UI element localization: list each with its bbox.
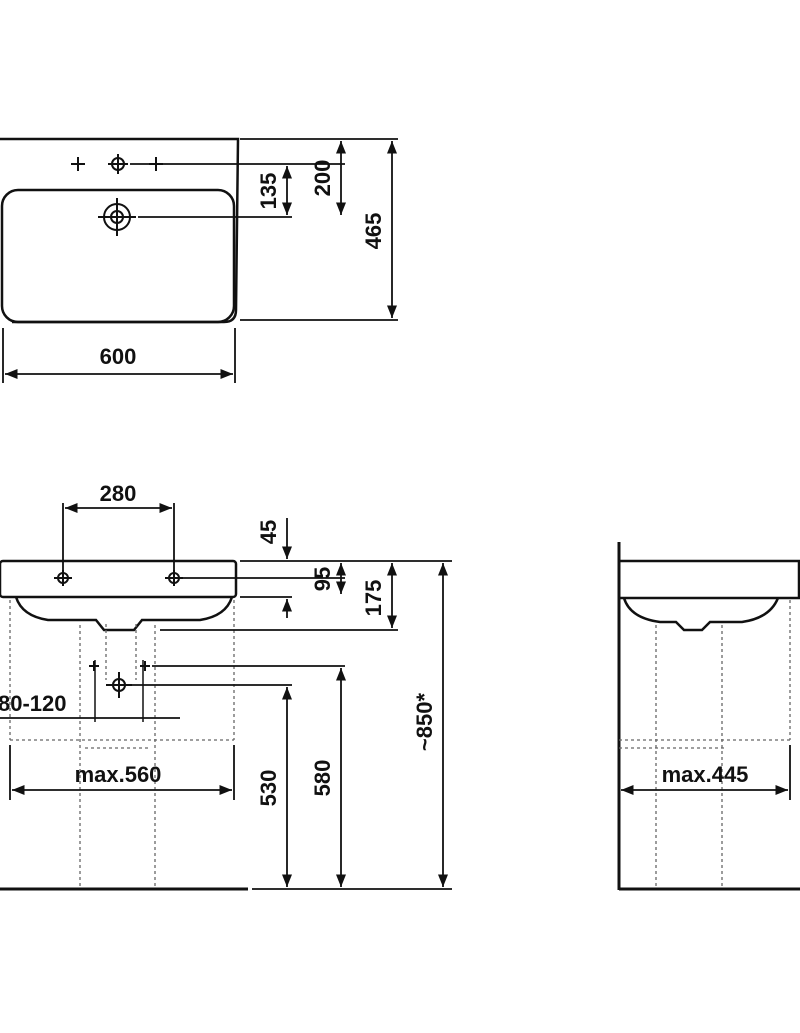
label-135: 135 xyxy=(256,173,281,210)
top-view-dimensions xyxy=(2,138,398,383)
label-530: 530 xyxy=(256,770,281,807)
label-850: ~850* xyxy=(412,693,437,752)
basin-rim-side xyxy=(619,559,800,600)
front-view-supply-icons xyxy=(89,661,150,698)
basin-bowl-front xyxy=(14,596,234,632)
side-view-hidden-lines xyxy=(619,600,791,889)
label-175: 175 xyxy=(361,580,386,617)
label-580: 580 xyxy=(310,760,335,797)
basin-rim-front xyxy=(0,559,238,599)
label-max445: max.445 xyxy=(662,762,749,787)
label-45: 45 xyxy=(256,520,281,544)
label-200: 200 xyxy=(310,160,335,197)
label-280: 280 xyxy=(100,481,137,506)
overflow-hole-icon xyxy=(98,198,136,236)
waste-outlet-icon xyxy=(106,672,132,698)
front-view-hidden-lines xyxy=(9,600,235,889)
label-465: 465 xyxy=(361,213,386,250)
front-view-dimensions xyxy=(0,502,452,890)
label-80-120: 80-120 xyxy=(0,691,67,716)
side-view-labels: max.445 xyxy=(662,762,749,787)
basin-bowl-side xyxy=(622,597,780,632)
front-view xyxy=(0,559,248,891)
label-600: 600 xyxy=(100,344,137,369)
side-view xyxy=(617,542,800,891)
label-max560: max.560 xyxy=(75,762,162,787)
side-view-dimensions xyxy=(621,745,791,800)
basin-bowl-top xyxy=(0,188,236,324)
supply-right-icon xyxy=(140,661,150,671)
top-view xyxy=(0,137,240,324)
tap-position-left-icon xyxy=(71,157,85,171)
label-95: 95 xyxy=(310,567,335,591)
supply-left-icon xyxy=(89,661,99,671)
tap-hole-icon xyxy=(108,154,128,174)
top-view-labels: 600 135 200 465 xyxy=(100,160,386,369)
front-view-labels: 280 45 95 175 80-120 max.560 530 580 ~85… xyxy=(0,481,437,806)
